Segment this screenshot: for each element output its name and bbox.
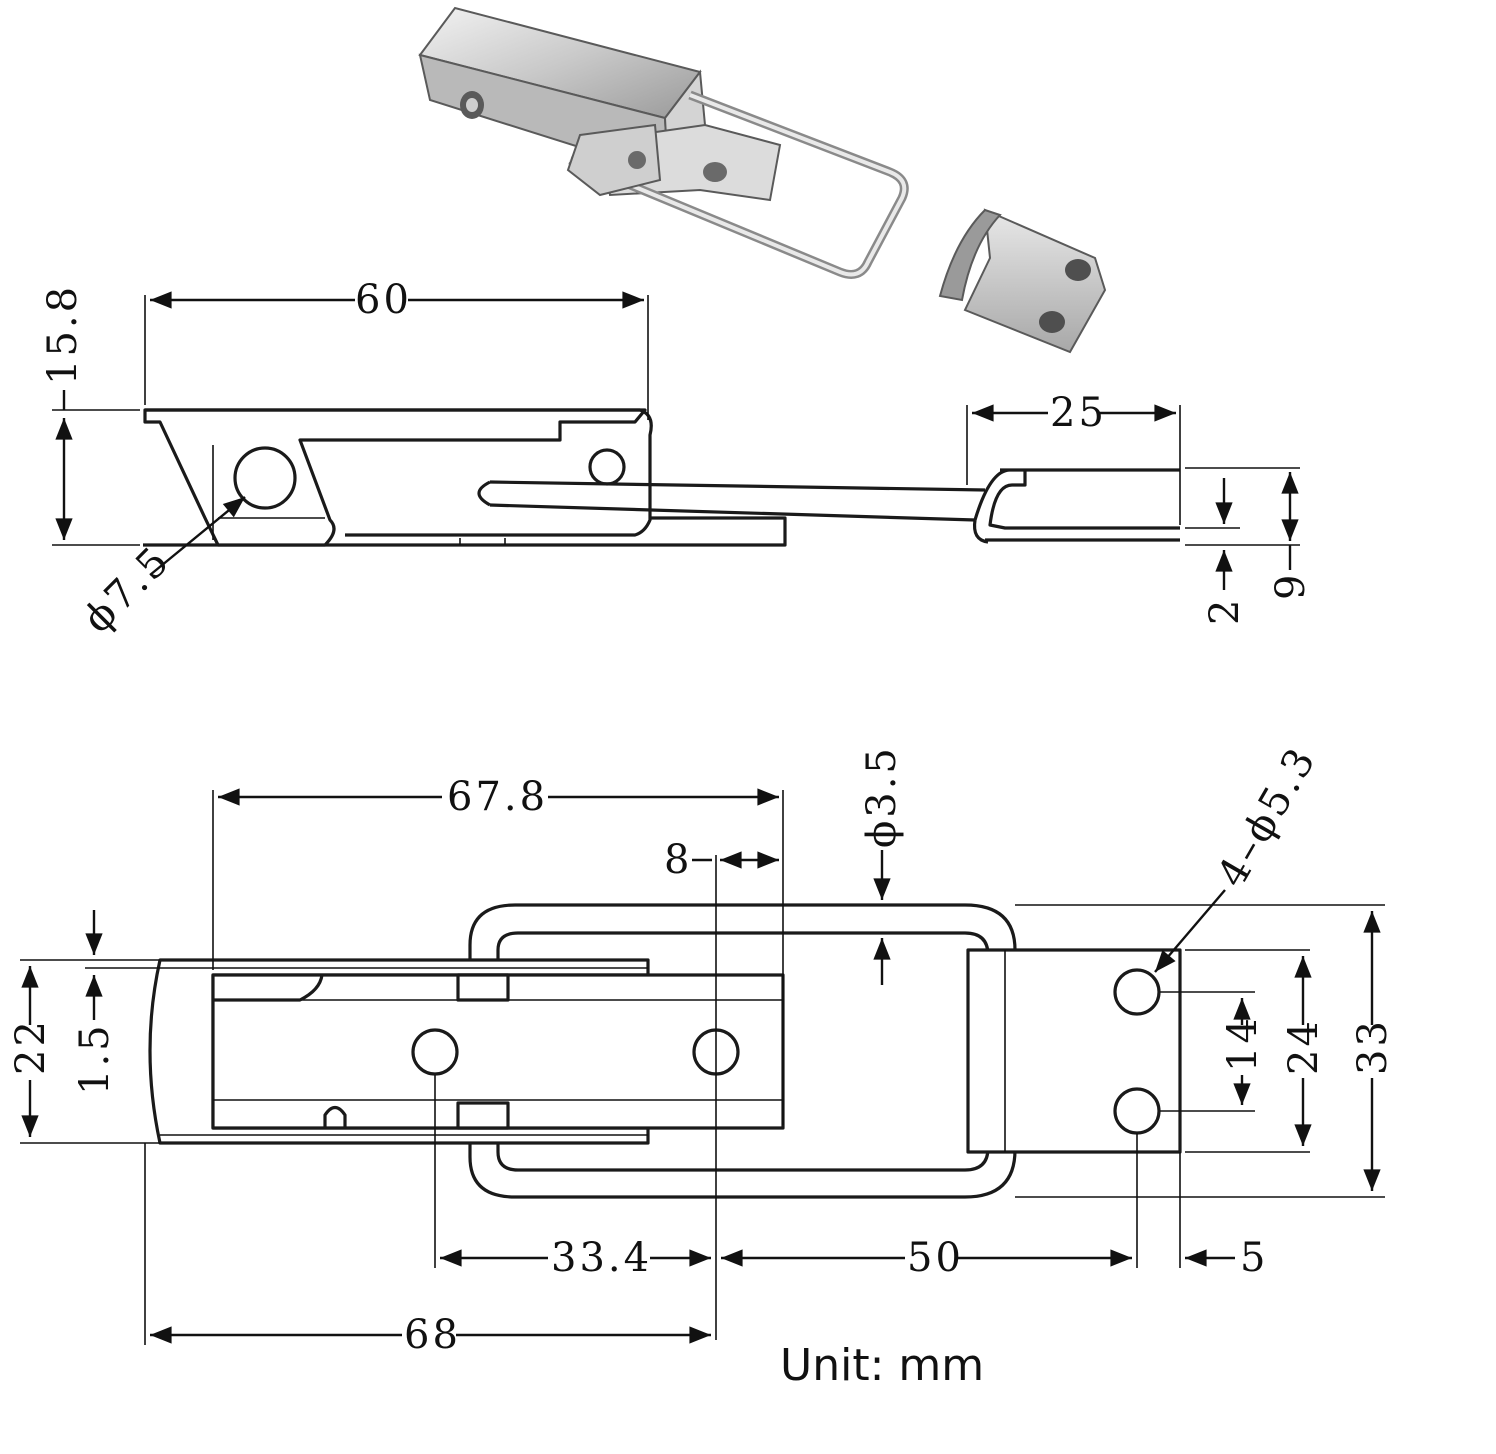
dim-33-4: 33.4 (551, 1235, 652, 1281)
dim-mount-holes: 4–ϕ5.3 (1209, 738, 1326, 895)
side-view: 60 15.8 ϕ7.5 25 2 9 (40, 277, 1314, 642)
dim-24: 24 (1281, 1018, 1327, 1075)
dim-2: 2 (1202, 597, 1248, 625)
dim-25: 25 (1050, 390, 1107, 436)
dim-60: 60 (355, 277, 412, 323)
dim-8: 8 (664, 837, 692, 883)
dim-9: 9 (1268, 572, 1314, 600)
dim-15-8: 15.8 (40, 284, 86, 385)
keeper-photo (938, 208, 1107, 354)
dim-50: 50 (907, 1235, 964, 1281)
dim-pivot-dia: ϕ7.5 (75, 537, 180, 642)
dim-5: 5 (1240, 1235, 1268, 1281)
dim-1-5: 1.5 (72, 1022, 118, 1095)
dim-22: 22 (8, 1018, 54, 1075)
dim-67-8: 67.8 (447, 774, 548, 820)
dim-68: 68 (404, 1312, 461, 1358)
dim-14: 14 (1220, 1015, 1266, 1072)
latch-photo (418, 6, 909, 279)
dim-33: 33 (1350, 1018, 1396, 1075)
dim-wire-dia: ϕ3.5 (859, 745, 905, 848)
top-view: 67.8 8 ϕ3.5 4–ϕ5.3 22 1.5 14 (8, 738, 1396, 1358)
unit-label: Unit: mm (780, 1340, 984, 1391)
